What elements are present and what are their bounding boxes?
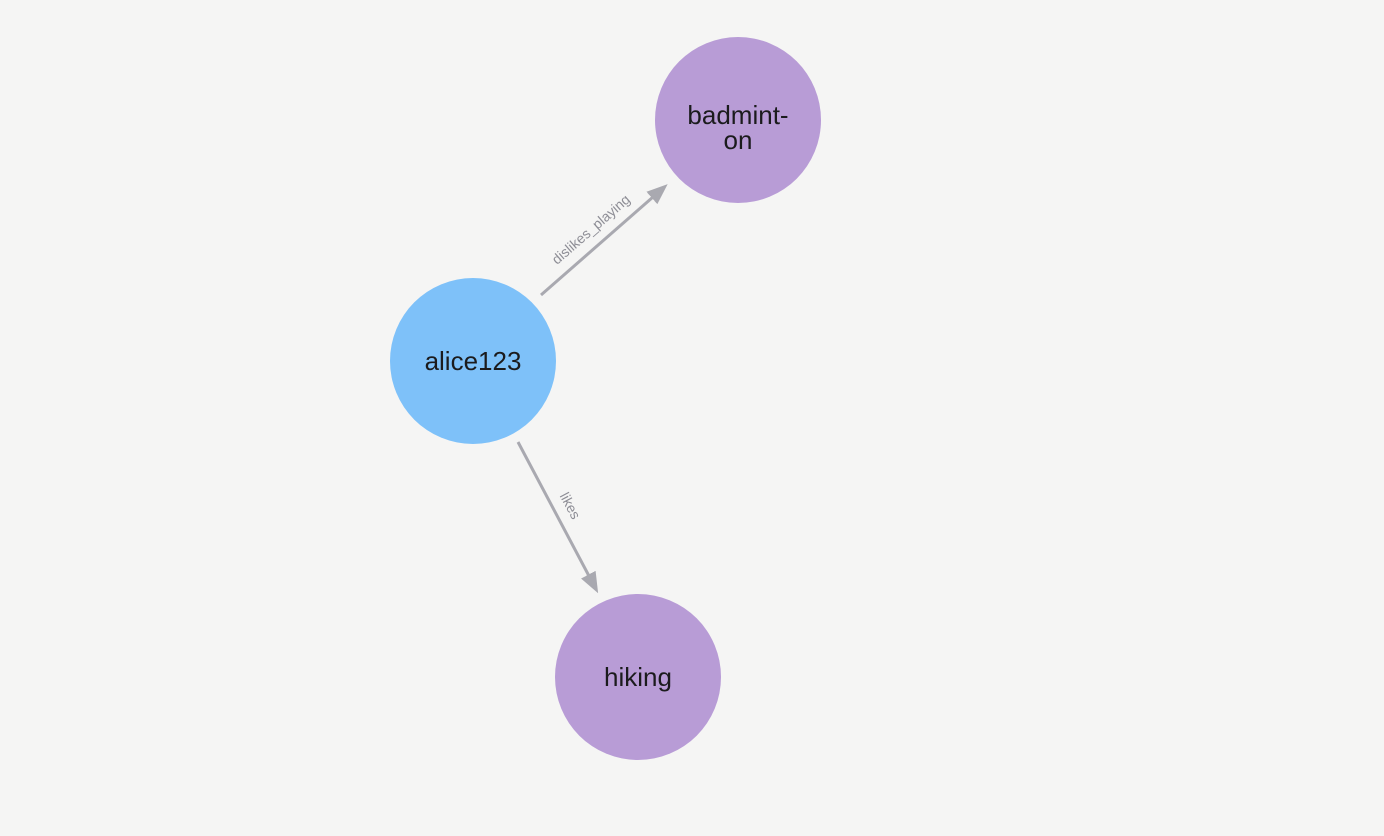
node-circle[interactable] (555, 594, 721, 760)
edge-likes[interactable]: likes (516, 441, 599, 594)
node-badminton[interactable]: badmint-on (655, 37, 821, 203)
edge-dislikes-playing[interactable]: dislikes_playing (540, 184, 668, 297)
node-label-line: badmint- (687, 100, 788, 130)
node-label-line: alice123 (425, 346, 522, 376)
node-circle[interactable] (390, 278, 556, 444)
node-label-line: on (724, 125, 753, 155)
edge-label: likes (557, 490, 584, 522)
node-label: badmint-on (687, 100, 788, 155)
node-label-line: hiking (604, 662, 672, 692)
edge-line[interactable] (516, 441, 599, 594)
edge-line[interactable] (540, 184, 668, 297)
node-label: hiking (604, 662, 672, 692)
node-alice123[interactable]: alice123 (390, 278, 556, 444)
node-label: alice123 (425, 346, 522, 376)
node-circle[interactable] (655, 37, 821, 203)
node-hiking[interactable]: hiking (555, 594, 721, 760)
edge-label: dislikes_playing (548, 191, 633, 267)
